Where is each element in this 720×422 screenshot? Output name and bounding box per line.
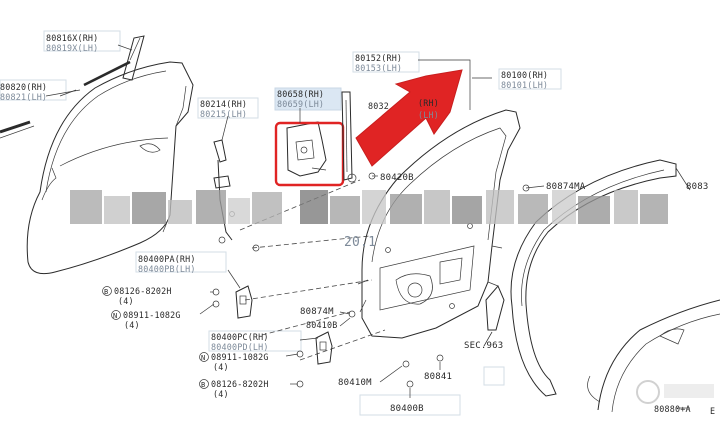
label-08126-a-qty: (4) xyxy=(118,296,134,306)
body-opening xyxy=(587,299,720,413)
label-80819x: 80819X(LH) xyxy=(46,43,98,53)
label-80841: 80841 xyxy=(424,372,452,382)
label-highlight-boxes xyxy=(0,30,562,416)
sec963-part xyxy=(483,285,505,347)
watermark-year: 20.1 xyxy=(344,235,376,250)
label-08126-b-qty: (4) xyxy=(213,389,229,399)
corner-letter: E xyxy=(710,406,715,416)
label-80153: 80153(LH) xyxy=(355,63,402,73)
upper-hinge xyxy=(227,269,253,319)
bolts xyxy=(212,172,530,388)
label-80410m: 80410M xyxy=(338,378,372,388)
label-08911-a: 08911-1082G xyxy=(123,310,181,320)
label-08911-b: 08911-1082G xyxy=(211,352,269,362)
label-08126-b: 08126-8202H xyxy=(211,379,269,389)
label-80400b: 80400B xyxy=(390,404,424,414)
label-80214: 80214(RH) xyxy=(200,99,247,109)
label-80152: 80152(RH) xyxy=(355,53,402,63)
label-80816x: 80816X(RH) xyxy=(46,33,98,43)
bolt-marker-b xyxy=(102,286,112,296)
label-08126-a: 08126-8202H xyxy=(114,286,172,296)
bolt-marker-n xyxy=(111,310,121,320)
label-80400pd: 80400PD(LH) xyxy=(211,342,269,352)
bolt-marker-n2 xyxy=(199,352,209,362)
lower-hinge xyxy=(299,331,333,365)
label-80420b: 80420B xyxy=(380,173,414,183)
red-arrow-pointer xyxy=(355,69,463,167)
label-8083: 8083 xyxy=(686,182,708,192)
rear-channel-rail xyxy=(341,91,357,183)
label-08911-a-qty: (4) xyxy=(124,320,140,330)
label-80400pa: 80400PA(RH) xyxy=(138,254,196,264)
label-80821: 80821(LH) xyxy=(0,92,47,102)
label-8032-lh: (LH) xyxy=(418,110,439,120)
highlight-box xyxy=(274,121,345,187)
label-80101: 80101(LH) xyxy=(501,80,548,90)
label-80100: 80100(RH) xyxy=(501,70,548,80)
leader-lines-left xyxy=(45,44,133,97)
label-sec963: SEC.963 xyxy=(464,341,503,351)
label-80659: 80659(LH) xyxy=(277,99,324,109)
bolt-marker-n-letter: N xyxy=(113,312,117,320)
label-80880a: 80880+A xyxy=(654,404,691,414)
leader-lines xyxy=(199,59,691,409)
outer-door-panel xyxy=(26,61,194,275)
label-8032-rh: (RH) xyxy=(418,98,439,108)
label-80874ma: 80874MA xyxy=(546,182,586,192)
bolt-marker-b-letter: B xyxy=(104,288,108,296)
label-80874m: 80874M xyxy=(300,307,334,317)
label-80410b: 80410B xyxy=(306,320,337,330)
label-80400pc: 80400PC(RH) xyxy=(211,332,269,342)
label-8032: 8032 xyxy=(368,101,389,111)
label-80400pb: 80400PB(LH) xyxy=(138,264,196,274)
bolt-marker-n2-letter: N xyxy=(201,354,205,362)
sash-moulding xyxy=(122,35,145,81)
label-08911-b-qty: (4) xyxy=(213,362,229,372)
corner-logo-fragment xyxy=(636,380,714,404)
bolt-marker-b2 xyxy=(199,379,209,389)
belt-moulding-strip xyxy=(0,60,131,139)
bolt-marker-b2-letter: B xyxy=(201,381,205,389)
label-80215: 80215(LH) xyxy=(200,109,247,119)
label-80658: 80658(RH) xyxy=(277,89,324,99)
label-80820: 80820(RH) xyxy=(0,82,47,92)
watermark-blur xyxy=(70,190,668,224)
glass-run-bracket xyxy=(286,121,327,177)
part-labels: 80816X(RH) 80819X(LH) 80820(RH) 80821(LH… xyxy=(0,33,715,416)
